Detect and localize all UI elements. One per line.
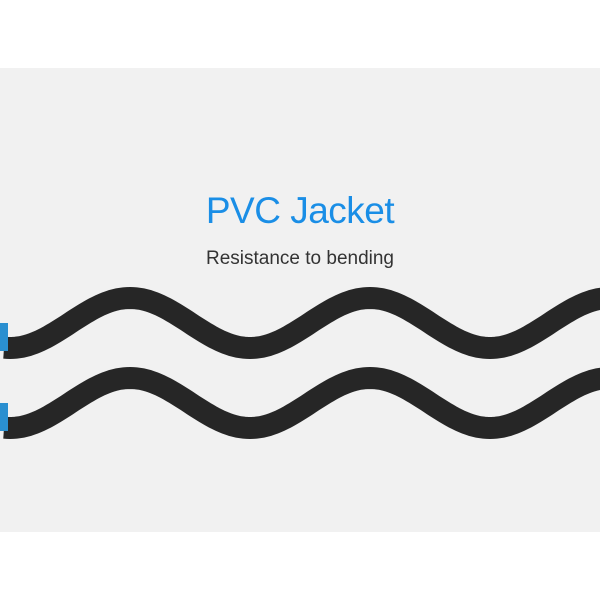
feature-subtitle: Resistance to bending [205, 248, 394, 269]
cable-upper [3, 286, 600, 360]
feature-title: PVC Jacket [205, 190, 395, 231]
connector-upper [0, 323, 8, 351]
cable-lower [3, 366, 600, 440]
connector-lower [0, 403, 8, 431]
